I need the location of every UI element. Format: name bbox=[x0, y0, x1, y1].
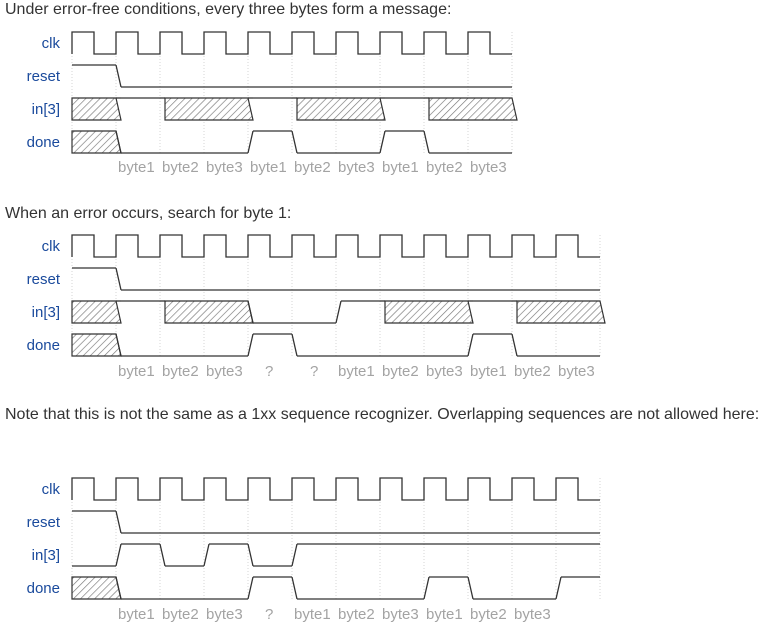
byte-label: ? bbox=[265, 606, 273, 623]
byte-label: byte2 bbox=[514, 363, 551, 380]
byte-label: byte3 bbox=[206, 159, 243, 176]
signal-label-in3: in[3] bbox=[32, 547, 60, 564]
transition-edge bbox=[115, 64, 122, 88]
transition-edge bbox=[335, 300, 342, 324]
transition-edge bbox=[247, 543, 254, 567]
transition-edge bbox=[247, 576, 254, 600]
transition-edge bbox=[115, 333, 122, 357]
in3-waveform bbox=[71, 97, 518, 121]
transition-edge bbox=[555, 576, 562, 600]
paragraph-overlap-note: Note that this is not the same as a 1xx … bbox=[5, 406, 760, 423]
transition-edge bbox=[291, 543, 298, 567]
transition-edge bbox=[291, 333, 298, 357]
done-waveform bbox=[71, 333, 600, 357]
timing-diagram-2: clk reset in[3] done byte1 byte2 byte3?? byte1 b… bbox=[27, 234, 606, 380]
unknown-segment bbox=[296, 97, 386, 121]
signal-label-done: done bbox=[27, 134, 60, 151]
clk-waveform bbox=[71, 31, 512, 55]
signal-label-in3: in[3] bbox=[32, 101, 60, 118]
signal-label-clk: clk bbox=[42, 238, 61, 255]
reset-waveform bbox=[72, 267, 600, 291]
timing-diagram-3: clk reset in[3] done byte1 byte2 byte3? byte1 by… bbox=[27, 477, 601, 623]
byte-label: byte1 bbox=[382, 159, 419, 176]
byte-label: byte3 bbox=[470, 159, 507, 176]
paragraph-error-free: Under error-free conditions, every three… bbox=[5, 1, 452, 18]
unknown-segment bbox=[384, 300, 474, 324]
byte-label: byte1 bbox=[118, 606, 155, 623]
byte-label: byte2 bbox=[470, 606, 507, 623]
unknown-segment bbox=[71, 333, 122, 357]
byte-label: byte3 bbox=[206, 363, 243, 380]
transition-edge bbox=[247, 333, 254, 357]
byte-label: byte3 bbox=[382, 606, 419, 623]
byte-label: byte2 bbox=[338, 606, 375, 623]
byte-label: byte2 bbox=[162, 606, 199, 623]
unknown-segment bbox=[71, 576, 122, 600]
byte-label: byte2 bbox=[162, 159, 199, 176]
byte-label: byte1 bbox=[426, 606, 463, 623]
transition-edge bbox=[467, 576, 474, 600]
reset-waveform bbox=[72, 510, 600, 534]
signal-label-clk: clk bbox=[42, 35, 61, 52]
clk-waveform bbox=[71, 234, 600, 258]
unknown-segment bbox=[71, 300, 122, 324]
transition-edge bbox=[115, 543, 122, 567]
transition-edge bbox=[511, 333, 518, 357]
transition-edge bbox=[115, 267, 122, 291]
unknown-segment bbox=[164, 300, 254, 324]
clk-waveform bbox=[71, 477, 600, 501]
byte-label: byte1 bbox=[294, 606, 331, 623]
byte-label: byte2 bbox=[426, 159, 463, 176]
transition-edge bbox=[423, 130, 430, 154]
done-waveform bbox=[71, 130, 512, 154]
transition-edge bbox=[291, 576, 298, 600]
transition-edge bbox=[247, 130, 254, 154]
unknown-segment bbox=[164, 97, 254, 121]
byte-label: ? bbox=[265, 363, 273, 380]
done-waveform bbox=[71, 576, 600, 600]
byte-label: byte2 bbox=[382, 363, 419, 380]
byte-label: byte3 bbox=[514, 606, 551, 623]
byte-label: byte1 bbox=[338, 363, 375, 380]
transition-edge bbox=[115, 510, 122, 534]
unknown-segment bbox=[71, 97, 122, 121]
unknown-segment bbox=[428, 97, 518, 121]
byte-label: byte3 bbox=[426, 363, 463, 380]
byte-label: byte2 bbox=[162, 363, 199, 380]
byte-label: byte1 bbox=[470, 363, 507, 380]
transition-edge bbox=[247, 300, 254, 324]
signal-label-clk: clk bbox=[42, 481, 61, 498]
transition-edge bbox=[159, 543, 166, 567]
byte-label: byte1 bbox=[118, 363, 155, 380]
transition-edge bbox=[379, 130, 386, 154]
transition-edge bbox=[467, 333, 474, 357]
signal-label-in3: in[3] bbox=[32, 304, 60, 321]
timing-diagram-1: clk reset in[3] done byte1 byte2 byte3 byte1 byt… bbox=[27, 31, 518, 176]
byte-label: byte1 bbox=[118, 159, 155, 176]
paragraph-error-occurs: When an error occurs, search for byte 1: bbox=[5, 205, 292, 222]
transition-edge bbox=[115, 130, 122, 154]
unknown-segment bbox=[516, 300, 606, 324]
signal-label-reset: reset bbox=[27, 514, 61, 531]
reset-waveform bbox=[72, 64, 512, 88]
signal-label-reset: reset bbox=[27, 68, 61, 85]
transition-edge bbox=[115, 576, 122, 600]
unknown-segment bbox=[71, 130, 122, 154]
signal-label-done: done bbox=[27, 337, 60, 354]
transition-edge bbox=[423, 576, 430, 600]
in3-waveform bbox=[72, 543, 600, 567]
in3-waveform bbox=[71, 300, 606, 324]
transition-edge bbox=[291, 130, 298, 154]
byte-label: byte3 bbox=[206, 606, 243, 623]
byte-label: byte3 bbox=[338, 159, 375, 176]
signal-label-done: done bbox=[27, 580, 60, 597]
byte-label: byte1 bbox=[250, 159, 287, 176]
signal-label-reset: reset bbox=[27, 271, 61, 288]
byte-label: ? bbox=[310, 363, 318, 380]
transition-edge bbox=[203, 543, 210, 567]
byte-label: byte3 bbox=[558, 363, 595, 380]
byte-label: byte2 bbox=[294, 159, 331, 176]
